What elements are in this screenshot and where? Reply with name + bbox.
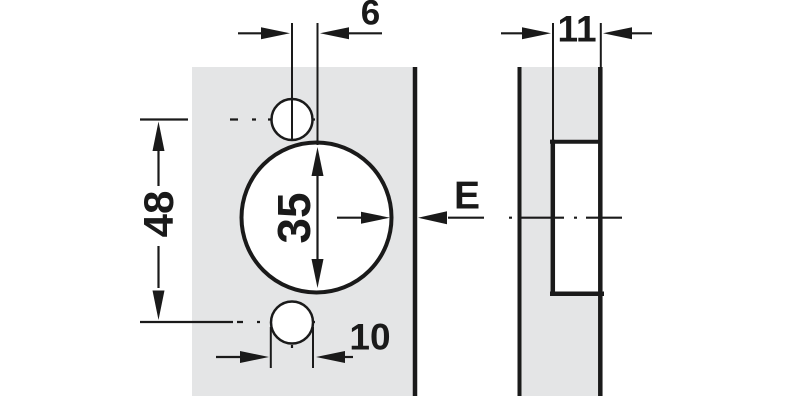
dim-6-arrow-left-tip bbox=[320, 27, 349, 40]
dim-10-arrow-right-tip bbox=[240, 351, 269, 363]
dim-cup-diameter bbox=[311, 147, 390, 288]
dim-35-arrow-up bbox=[311, 147, 324, 176]
dim-11-arrow-right-tip bbox=[522, 27, 551, 40]
dim-11-label: 11 bbox=[557, 8, 597, 50]
cup-distance-arrow bbox=[418, 211, 447, 225]
dim-10-label: 10 bbox=[349, 316, 391, 358]
dim-35-label: 35 bbox=[267, 192, 320, 244]
dim-48-label: 48 bbox=[134, 190, 182, 238]
screw-hole-bottom-circle bbox=[269, 300, 315, 345]
dim-35-arrow-down bbox=[311, 259, 324, 288]
dim-cup-distance bbox=[418, 211, 484, 225]
dim-screw-hole-diameter bbox=[216, 327, 353, 368]
cup-distance-inner-arrow bbox=[361, 211, 390, 224]
dim-6-arrow-right-tip bbox=[261, 27, 290, 40]
dim-10-arrow-left-tip bbox=[316, 351, 345, 363]
dim-screw-spacing bbox=[152, 121, 165, 320]
dim-11-arrow-left-tip bbox=[603, 27, 632, 40]
dim-48-arrow-down bbox=[152, 290, 165, 320]
dim-6-label: 6 bbox=[360, 0, 381, 33]
cup-distance-label: E bbox=[453, 174, 481, 218]
front-view bbox=[140, 23, 484, 396]
dim-cup-depth bbox=[501, 23, 652, 140]
dim-screw-offset bbox=[238, 23, 382, 145]
side-view bbox=[501, 23, 652, 396]
dim-48-arrow-up bbox=[152, 121, 165, 151]
